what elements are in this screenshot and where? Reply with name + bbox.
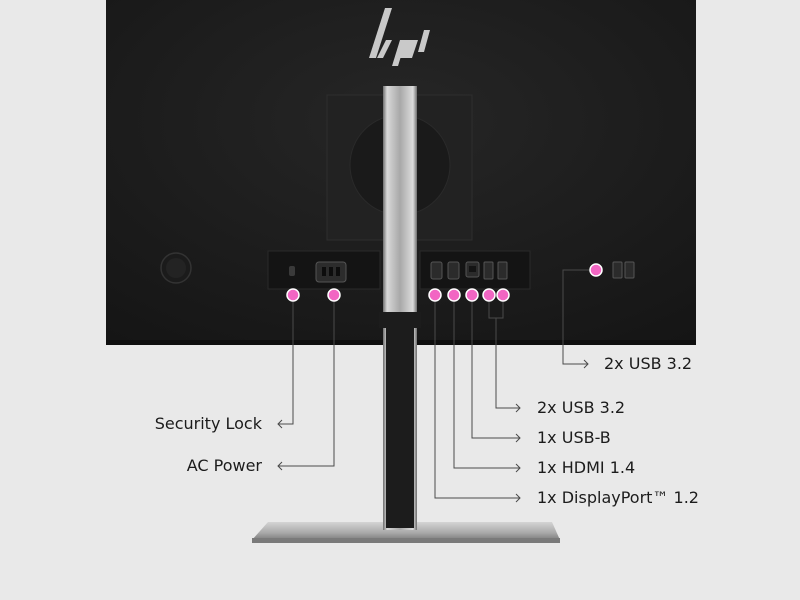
power-button-icon — [160, 252, 192, 284]
label-rear-usb: 2x USB 3.2 — [537, 398, 626, 417]
label-hdmi: 1x HDMI 1.4 — [537, 458, 636, 477]
callout-dots — [286, 263, 603, 302]
callout-lines — [278, 269, 596, 499]
hp-logo-icon — [369, 8, 430, 66]
label-security-lock: Security Lock — [154, 414, 262, 433]
label-usb-b: 1x USB-B — [537, 428, 611, 447]
stand-neck — [379, 86, 421, 530]
ac-power-socket-icon — [315, 261, 347, 283]
side-usb-ports-icon — [612, 261, 635, 279]
label-side-usb: 2x USB 3.2 — [604, 354, 693, 373]
usb-b-port-icon — [465, 261, 480, 278]
callout-arrowheads — [277, 359, 589, 503]
security-lock-slot-icon — [289, 266, 295, 276]
label-ac-power: AC Power — [186, 456, 262, 475]
hdmi-port-icon — [447, 261, 460, 280]
label-displayport: 1x DisplayPort™ 1.2 — [537, 488, 699, 507]
stand-base — [252, 522, 560, 543]
usb-a-port-icon — [483, 261, 508, 280]
displayport-icon — [430, 261, 443, 280]
